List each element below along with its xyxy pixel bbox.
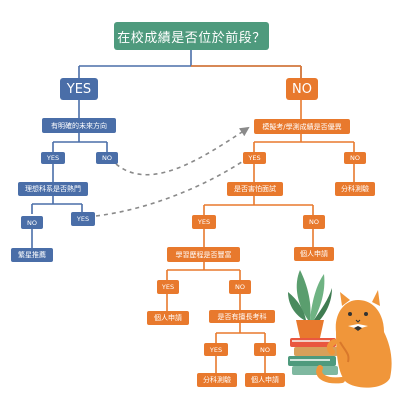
yes-q1-node: 有明確的未來方向: [42, 118, 116, 133]
dashed-arrow-q2yes: [95, 154, 253, 217]
plant-pot-icon: [296, 320, 324, 338]
connector-nq2-split: [203, 196, 314, 215]
yes-branch-head: YES: [60, 78, 98, 100]
connector-nq4-split: [215, 323, 266, 343]
no-q4-no: NO: [254, 343, 276, 356]
no-q4-no-result: 個人申請: [245, 373, 285, 387]
connector-q1-split: [52, 133, 108, 152]
no-q4-yes: YES: [204, 343, 228, 356]
no-q1-no: NO: [344, 152, 366, 164]
no-q3-yes: YES: [157, 280, 179, 294]
no-q1-node: 模擬考/學測成績是否優異: [254, 119, 350, 134]
no-q2-yes: YES: [192, 215, 216, 229]
no-branch-head: NO: [286, 78, 318, 100]
cat-icon: [316, 290, 392, 388]
title-question: 在校成績是否位於前段？: [114, 22, 269, 50]
yes-q1-no: NO: [96, 152, 118, 164]
no-q4-node: 是否有擅長考科: [209, 310, 275, 323]
no-q1-yes: YES: [243, 152, 266, 164]
no-q1-no-result: 分科測驗: [335, 182, 375, 196]
no-q2-no: NO: [303, 215, 325, 229]
plant-leaves-icon: [288, 270, 332, 322]
no-q4-yes-result: 分科測驗: [197, 373, 237, 387]
no-q3-yes-result: 個人申請: [147, 311, 189, 325]
no-q2-no-result: 個人申請: [294, 247, 334, 261]
dashed-arrow-q1no: [115, 126, 250, 176]
yes-q2-no: NO: [21, 216, 43, 229]
yes-result: 繁星推薦: [11, 248, 53, 262]
yes-q2-node: 理想科系是否熱門: [18, 182, 88, 196]
connector-root: [78, 50, 302, 78]
connector-q2-split: [31, 196, 83, 214]
cat-books-plant-illustration: [288, 270, 392, 388]
connector-root-no: [191, 65, 302, 78]
yes-q1-yes: YES: [41, 152, 65, 164]
connector-nq3-split: [166, 262, 241, 280]
no-q2-node: 是否害怕面試: [227, 182, 283, 196]
yes-q2-yes: YES: [71, 212, 95, 226]
no-q3-node: 學習歷程是否豐富: [167, 247, 240, 262]
connector-nq1-split: [253, 134, 355, 152]
no-q3-no: NO: [229, 280, 251, 294]
